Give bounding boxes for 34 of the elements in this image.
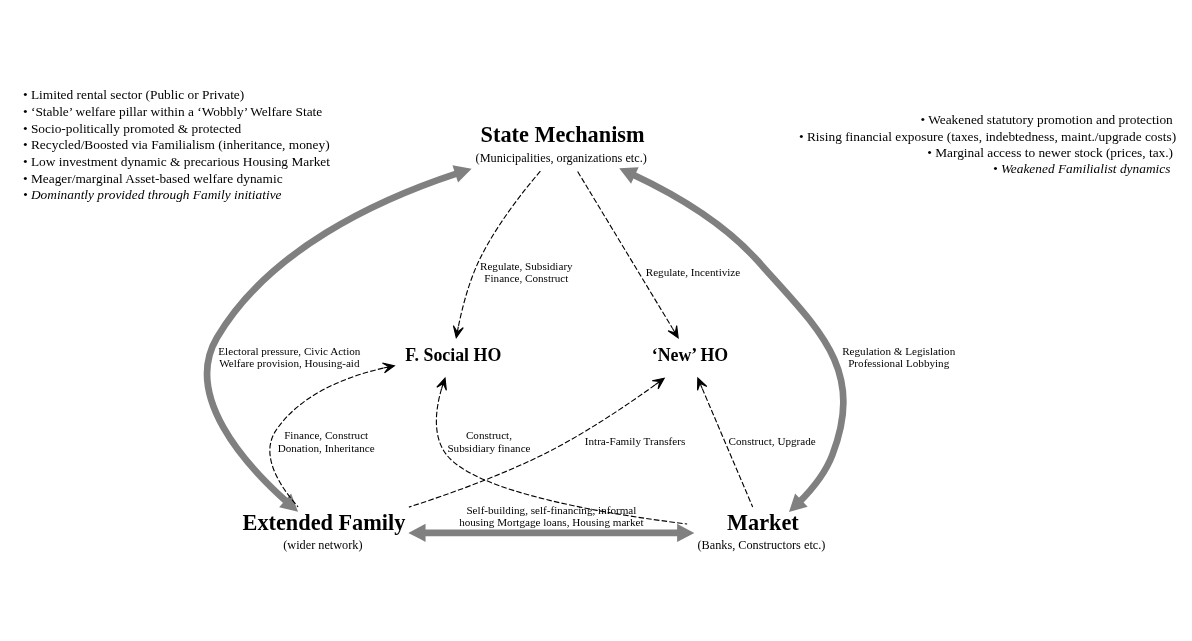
label: • ‘Stable’ welfare pillar within a ‘Wobbly’ Welfare State (22, 104, 323, 120)
node-text: ‘New’ HO (651, 344, 729, 365)
label: • Low investment dynamic & precarious Housing Market (22, 154, 330, 170)
edge-label: Regulate, Incentivize (645, 265, 741, 278)
node-text: F. Social HO (405, 344, 502, 365)
label: • Weakened Familialist dynamics (992, 160, 1171, 176)
edge-label: Electoral pressure, Civic Action Welfare provision, Housing-aid (218, 344, 361, 369)
label: • Weakened statutory promotion and protection (920, 111, 1173, 127)
arrow (619, 167, 847, 513)
label: • Rising financial exposure (taxes, indebtedness, maint./upgrade costs) (798, 128, 1177, 144)
arrow (408, 523, 695, 542)
label: • Socio-politically promoted & protected (22, 120, 242, 136)
arrow (697, 377, 754, 508)
arrow (452, 170, 541, 339)
edge-label: Regulate, Subsidiary Finance, Construct (479, 259, 573, 285)
arrow (204, 165, 472, 512)
label: • Marginal access to newer stock (prices, tax.) (927, 145, 1174, 161)
node-text: Extended Family (wider network) (242, 509, 406, 553)
arrow (269, 362, 395, 508)
node-text: State Mechanism (Municipalities, organizations etc.) (475, 122, 647, 165)
arrow (435, 377, 688, 525)
label: • Meager/marginal Asset-based welfare dynamic (22, 170, 283, 186)
edge-label: Self-building, self-financing, informal housing Mortgage loans, Housing market (459, 503, 644, 529)
arrow (577, 170, 679, 339)
label: • Dominantly provided through Family initiative (22, 186, 282, 202)
node-text: Market (Banks, Constructors etc.) (697, 509, 826, 553)
label: • Recycled/Boosted via Familialism (inheritance, money) (22, 137, 330, 153)
label: • Limited rental sector (Public or Private) (22, 87, 245, 103)
arrow (408, 377, 665, 508)
edge-label: Finance, Construct Donation, Inheritance (277, 429, 375, 454)
edge-label: Regulation & Legislation Professional Lobbying (842, 344, 956, 369)
edge-label: Construct, Subsidiary finance (447, 429, 531, 454)
edge-label: Intra-Family Transfers (584, 435, 686, 448)
edge-label: Construct, Upgrade (728, 435, 816, 448)
